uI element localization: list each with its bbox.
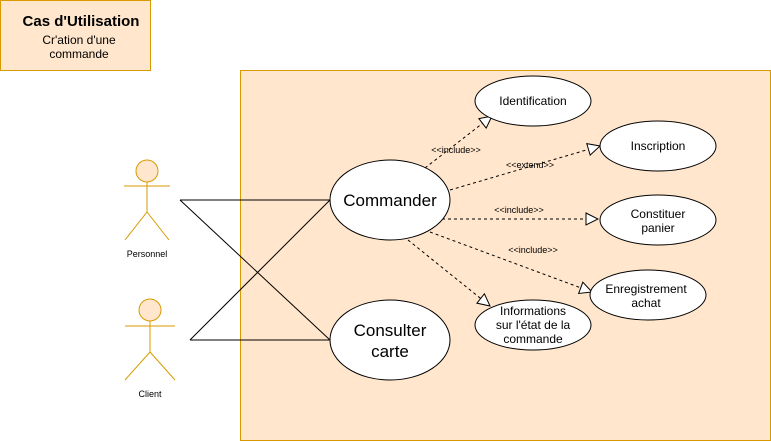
usecase-enregistrement-label-line1: Enregistrement [605,282,687,296]
diagram-subtitle-line2: commande [49,47,109,61]
actor-client-head [138,298,162,322]
usecase-informations-commande: Informations sur l'état de la commande [474,299,592,351]
usecase-identification-label: Identification [499,94,566,108]
usecase-informations-label-line3: commande [503,332,563,346]
label-include-identification: <<include>> [431,145,481,155]
actor-personnel-head [135,159,159,183]
label-include-enregistrement: <<include>> [508,245,558,255]
label-extend-inscription: <<extend>> [506,160,554,170]
title-box: Cas d'Utilisation Cr'ation d'une command… [0,0,151,71]
associations [179,199,331,341]
usecase-enregistrement-achat: Enregistrement achat [589,269,707,321]
diagram-title: Cas d'Utilisation [23,13,140,30]
usecase-inscription-label: Inscription [631,139,686,153]
association-client-commander [189,199,331,341]
usecase-commander-label: Commander [343,191,437,210]
arrow-extend-inscription [449,146,600,191]
usecase-informations-label-line2: sur l'état de la [496,318,571,332]
actor-client [124,298,176,381]
actor-client-label: Client [138,389,162,399]
usecase-consulter-carte: Consulter carte [329,299,451,381]
association-personnel-consulter [179,199,331,341]
usecase-enregistrement-label-line2: achat [631,296,661,310]
usecase-consulter-label-line2: carte [371,342,409,361]
diagram-subtitle-line1: Cr'ation d'une [42,33,116,47]
arrow-include-enregistrement [429,231,592,292]
usecase-commander: Commander [329,159,451,241]
actor-personnel-label: Personnel [127,249,168,259]
usecase-constituer-label-line1: Constituer [631,207,686,221]
usecase-constituer-label-line2: panier [641,221,674,235]
usecase-consulter-label-line1: Consulter [354,321,427,340]
label-include-panier: <<include>> [494,205,544,215]
usecase-constituer-panier: Constituer panier [599,194,717,246]
relationships [407,116,600,306]
usecase-inscription: Inscription [599,120,717,172]
actor-personnel [124,159,170,241]
usecase-informations-label-line1: Informations [500,304,566,318]
arrow-include-identification [424,116,492,169]
usecase-identification: Identification [474,75,592,127]
